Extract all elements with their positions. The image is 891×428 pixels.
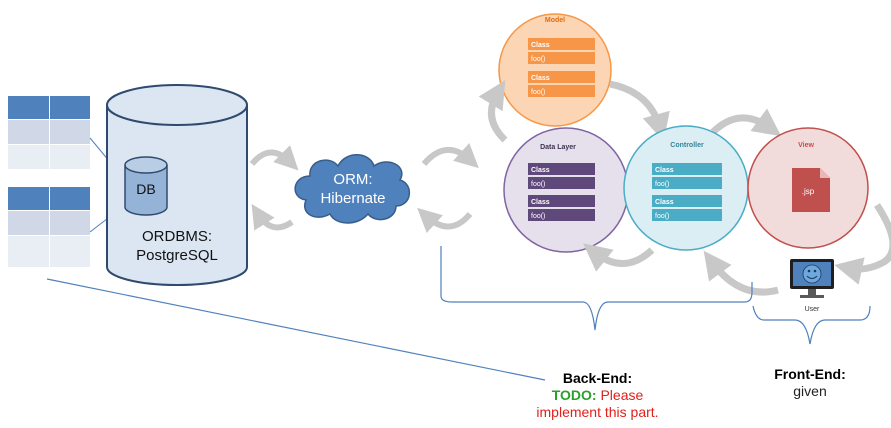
backend-title: Back-End: [562, 370, 633, 386]
cycle-arrow-icon-user [834, 203, 891, 285]
backend-caption: Back-End: TODO: Please implement this pa… [525, 370, 670, 421]
model-class-1-name: Class [531, 42, 550, 49]
model-class-2-method: foo() [531, 89, 545, 96]
frontend-subtitle: given [793, 383, 827, 399]
controller-class-2 [652, 195, 722, 221]
cycle-arrow-icon-model [478, 80, 782, 143]
database-icon [124, 156, 168, 216]
controller-class-1-method: foo() [655, 181, 669, 188]
monitor-user-icon [790, 259, 834, 298]
model-class-2 [528, 71, 595, 97]
frontend-title: Front-End: [774, 366, 846, 382]
controller-class-1 [652, 163, 722, 189]
model-class-2-name: Class [531, 75, 550, 82]
cycle-arrow-icon-lower [583, 243, 779, 296]
data-layer-class-1-name: Class [531, 167, 550, 174]
db-label: DB [136, 181, 155, 197]
orm-label: ORM: [333, 171, 372, 188]
backend-brace [440, 246, 753, 331]
cloud-icon [294, 154, 410, 224]
jsp-label: .jsp [802, 187, 815, 196]
data-layer-class-2 [528, 195, 595, 221]
controller-title: Controller [670, 142, 704, 149]
controller-class-2-method: foo() [655, 213, 669, 220]
data-layer-class-2-method: foo() [531, 213, 545, 220]
cycle-arrow-icon-db-orm [249, 145, 299, 231]
model-class-1-method: foo() [531, 56, 545, 63]
model-class-1 [528, 38, 595, 64]
ordbms-label: ORDBMS: [142, 228, 212, 245]
data-layer-class-2-name: Class [531, 199, 550, 206]
postgresql-label: PostgreSQL [136, 247, 218, 264]
data-layer-title: Data Layer [540, 144, 576, 151]
backend-implement: implement this part. [536, 404, 659, 420]
hibernate-label: Hibernate [320, 190, 385, 207]
backend-todo: TODO: [551, 387, 597, 403]
view-title: View [798, 142, 814, 149]
model-title: Model [545, 17, 565, 24]
frontend-caption: Front-End: given [770, 366, 850, 400]
controller-class-1-name: Class [655, 167, 674, 174]
cycle-arrow-icon-orm-data [417, 143, 479, 233]
table-icon-bottom [8, 187, 90, 267]
jsp-file-icon [792, 168, 830, 212]
backend-please: Please [600, 387, 644, 403]
ordbms-cylinder [106, 84, 248, 286]
controller-class-2-name: Class [655, 199, 674, 206]
data-layer-class-1-method: foo() [531, 181, 545, 188]
data-layer-class-1 [528, 163, 595, 189]
table-icon-top [8, 96, 90, 169]
frontend-brace [752, 305, 871, 345]
model-circle [498, 13, 612, 127]
backend-pointer-line [46, 278, 546, 381]
user-label: User [805, 306, 820, 313]
